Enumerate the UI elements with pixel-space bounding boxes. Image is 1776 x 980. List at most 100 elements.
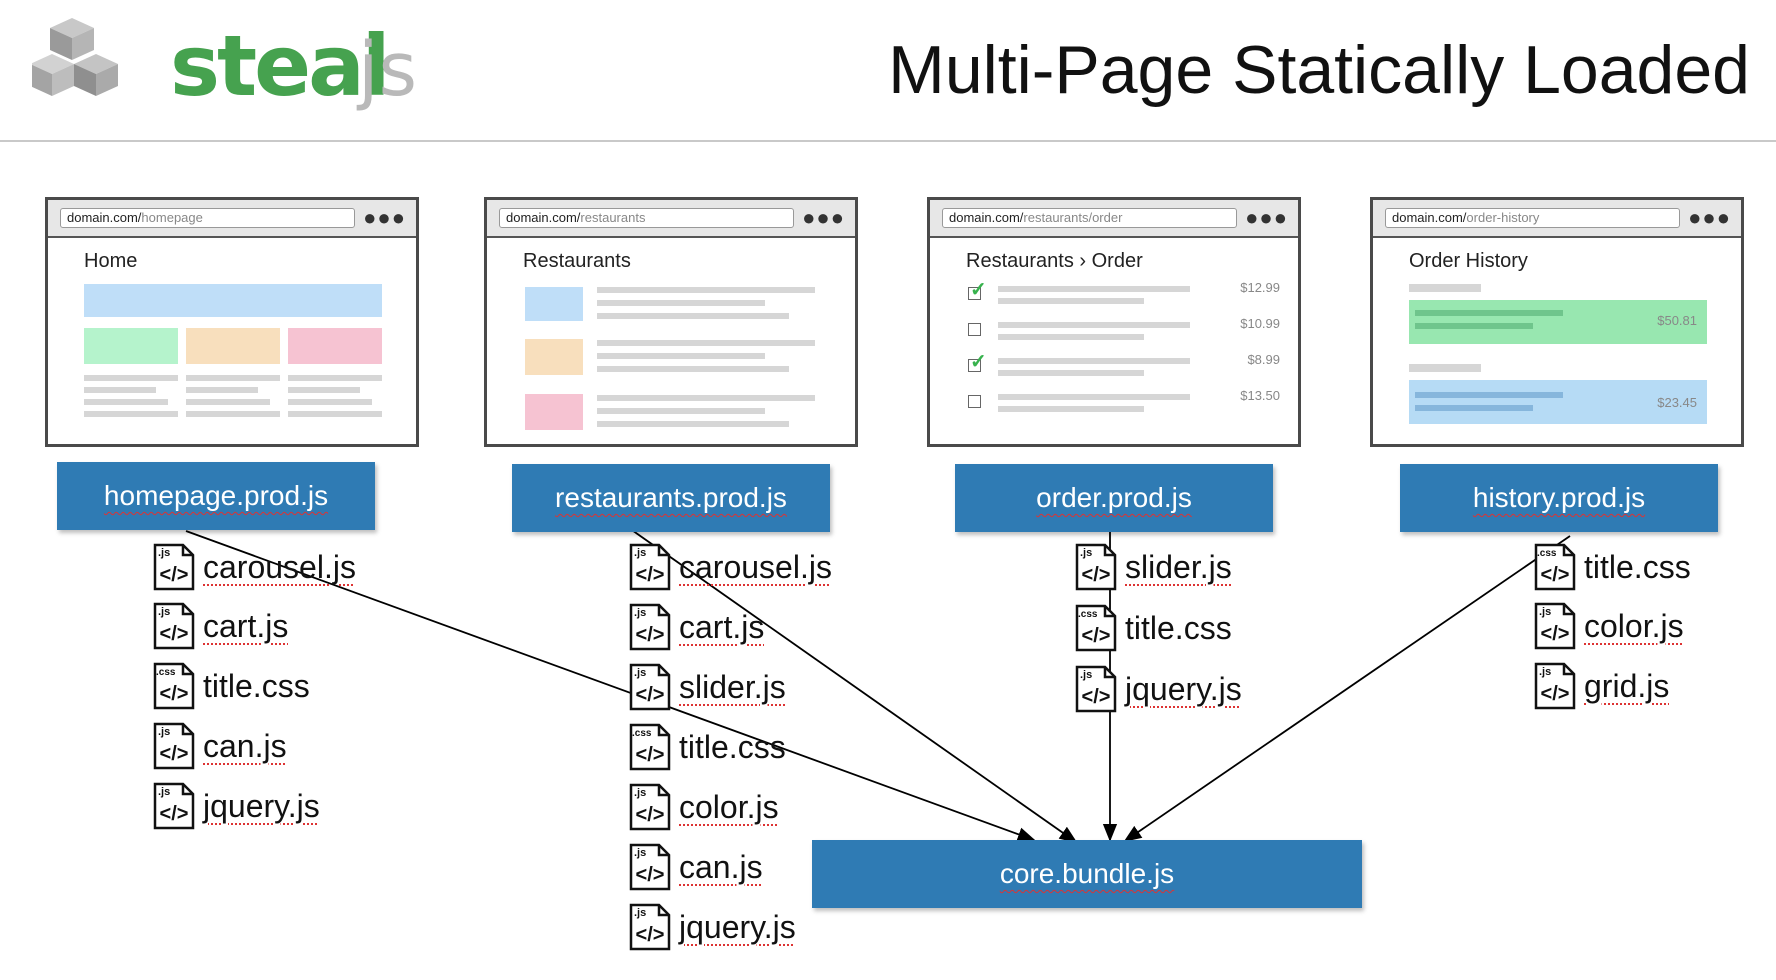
- svg-text:</>: </>: [636, 804, 665, 826]
- slide-title: Multi-Page Statically Loaded: [888, 32, 1750, 108]
- order-card: $23.45: [1409, 380, 1707, 424]
- address-bar[interactable]: domain.com/restaurants/order: [942, 208, 1237, 228]
- file-name: title.css: [1584, 549, 1691, 585]
- address-bar[interactable]: domain.com/restaurants: [499, 208, 794, 228]
- browser-toolbar: domain.com/order-history ●●●: [1373, 200, 1741, 238]
- svg-text:</>: </>: [636, 744, 665, 766]
- homepage-bundle: homepage.prod.js: [57, 462, 375, 530]
- file-name: jquery.js: [203, 788, 320, 824]
- file-name: color.js: [1584, 608, 1684, 644]
- svg-text:</>: </>: [636, 624, 665, 646]
- order-checkbox[interactable]: [968, 287, 981, 300]
- file-name: title.css: [679, 729, 786, 765]
- svg-text:.css: .css: [1537, 548, 1557, 559]
- file-name: can.js: [679, 849, 763, 885]
- file-name: cart.js: [203, 608, 289, 644]
- js-file-icon: .js </>: [153, 782, 195, 830]
- file-name: can.js: [203, 728, 287, 764]
- file-name: carousel.js: [203, 549, 356, 585]
- js-file-icon: .js</>: [1075, 543, 1117, 591]
- js-file-icon: .js</>: [153, 722, 195, 770]
- svg-text:.js: .js: [1539, 606, 1551, 618]
- js-file-icon: .js </>: [1534, 662, 1576, 710]
- file-name: grid.js: [1584, 668, 1670, 704]
- core-bundle: core.bundle.js: [812, 840, 1362, 908]
- js-file-icon: .js</>: [1534, 602, 1576, 650]
- file-name: title.css: [203, 668, 310, 704]
- browser-toolbar: domain.com/restaurants ●●●: [487, 200, 855, 238]
- order-checkbox[interactable]: [968, 395, 981, 408]
- file-name: jquery.js: [679, 909, 796, 945]
- file-name: slider.js: [1125, 549, 1232, 585]
- browser-toolbar: domain.com/restaurants/order ●●●: [930, 200, 1298, 238]
- svg-text:.js: .js: [634, 907, 646, 919]
- page-heading: Order History: [1409, 250, 1528, 272]
- js-file-icon: .js </>: [153, 543, 195, 591]
- svg-text:.js: .js: [634, 607, 646, 619]
- js-file-icon: .js</>: [1075, 665, 1117, 713]
- js-file-icon: .js</>: [629, 663, 671, 711]
- css-file-icon: .css </>: [629, 723, 671, 771]
- browser-toolbar: domain.com/homepage ●●●: [48, 200, 416, 238]
- file-name: slider.js: [679, 669, 786, 705]
- svg-text:.js: .js: [158, 726, 170, 738]
- svg-text:</>: </>: [160, 683, 189, 705]
- svg-text:</>: </>: [636, 924, 665, 946]
- arrow-history-to-core: [1123, 535, 1571, 843]
- browser-order: domain.com/restaurants/order ●●● Restaur…: [927, 197, 1301, 447]
- order-checkbox[interactable]: [968, 323, 981, 336]
- order-checkbox[interactable]: [968, 359, 981, 372]
- svg-text:.js: .js: [158, 606, 170, 618]
- svg-text:</>: </>: [1541, 683, 1570, 705]
- file-name: carousel.js: [679, 549, 832, 585]
- svg-text:</>: </>: [160, 803, 189, 825]
- card-block: [186, 328, 280, 364]
- browser-homepage: domain.com/homepage ●●● Home: [45, 197, 419, 447]
- page-heading: Restaurants: [523, 250, 631, 272]
- checkmark-icon: ✓: [970, 279, 987, 301]
- steal-logo: steal js: [32, 14, 417, 115]
- order-amount: $23.45: [1657, 395, 1697, 410]
- restaurants-bundle: restaurants.prod.js: [512, 464, 830, 532]
- css-file-icon: .css</>: [153, 662, 195, 710]
- order-amount: $50.81: [1657, 313, 1697, 328]
- arrow-restaurants-to-core: [628, 527, 1078, 844]
- svg-text:</>: </>: [636, 684, 665, 706]
- js-file-icon: .js </>: [629, 603, 671, 651]
- logo-wordmark: steal: [170, 17, 391, 115]
- item-price: $10.99: [1240, 316, 1280, 331]
- file-name: color.js: [679, 789, 779, 825]
- logo-suffix: js: [358, 27, 418, 113]
- svg-text:.css: .css: [632, 728, 652, 739]
- banner-block: [84, 284, 382, 317]
- svg-text:.js: .js: [158, 786, 170, 798]
- svg-text:</>: </>: [160, 564, 189, 586]
- steal-cubes-icon: [32, 18, 118, 96]
- svg-text:</>: </>: [636, 564, 665, 586]
- svg-text:.js: .js: [634, 847, 646, 859]
- css-file-icon: .css</>: [1075, 604, 1117, 652]
- address-bar[interactable]: domain.com/homepage: [60, 208, 355, 228]
- thumb-block: [525, 339, 583, 375]
- file-name: jquery.js: [1125, 671, 1242, 707]
- address-bar[interactable]: domain.com/order-history: [1385, 208, 1680, 228]
- svg-text:.js: .js: [158, 547, 170, 559]
- svg-text:</>: </>: [1082, 686, 1111, 708]
- svg-text:.js: .js: [1080, 547, 1092, 559]
- svg-text:.js: .js: [634, 787, 646, 799]
- svg-text:</>: </>: [636, 864, 665, 886]
- window-dots-icon: ●●●: [802, 205, 845, 230]
- page-heading: Home: [84, 250, 138, 272]
- thumb-block: [525, 287, 583, 321]
- browser-restaurants: domain.com/restaurants ●●● Restaurants: [484, 197, 858, 447]
- card-block: [84, 328, 178, 364]
- window-dots-icon: ●●●: [1688, 205, 1731, 230]
- card-block: [288, 328, 382, 364]
- browser-order-history: domain.com/order-history ●●● Order Histo…: [1370, 197, 1744, 447]
- css-file-icon: .css</>: [1534, 543, 1576, 591]
- svg-text:.css: .css: [1078, 609, 1098, 620]
- svg-text:.js: .js: [1539, 666, 1551, 678]
- file-name: title.css: [1125, 610, 1232, 646]
- order-bundle: order.prod.js: [955, 464, 1273, 532]
- arrow-homepage-to-core: [185, 530, 1036, 842]
